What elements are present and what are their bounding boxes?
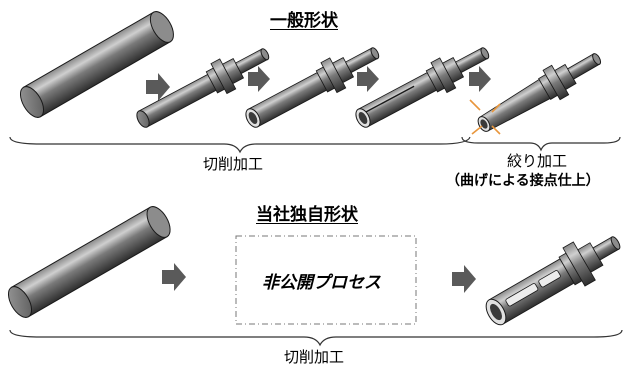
step-arrow bbox=[162, 263, 186, 291]
process-box-label: 非公開プロセス bbox=[262, 273, 381, 293]
drilled-pin bbox=[245, 47, 380, 128]
brace-turning-2 bbox=[9, 329, 623, 347]
brace-turning-1 bbox=[9, 136, 471, 154]
slotted-pin bbox=[355, 47, 490, 128]
brace-label-turning-2: 切削加工 bbox=[284, 348, 345, 366]
raw-bar-stock bbox=[19, 11, 174, 118]
step-arrow bbox=[452, 265, 476, 293]
step-arrow bbox=[248, 66, 270, 92]
final-step-sublabel: （曲げによる接点仕上） bbox=[446, 173, 600, 189]
final-step-label: 絞り加工 bbox=[507, 152, 568, 170]
section-title-general: 一般形状 bbox=[270, 11, 338, 31]
section-title-proprietary: 当社独自形状 bbox=[256, 205, 358, 225]
crimp-force-icon bbox=[469, 99, 501, 135]
step-arrow bbox=[469, 66, 491, 92]
raw-bar-stock-2 bbox=[7, 206, 171, 318]
step-arrow bbox=[357, 66, 379, 92]
brace-drawing bbox=[461, 136, 621, 152]
proprietary-pin bbox=[485, 236, 621, 326]
step-arrow bbox=[146, 73, 170, 101]
brace-label-turning-1: 切削加工 bbox=[203, 155, 264, 173]
process-box bbox=[235, 235, 417, 325]
turned-pin bbox=[136, 48, 270, 128]
